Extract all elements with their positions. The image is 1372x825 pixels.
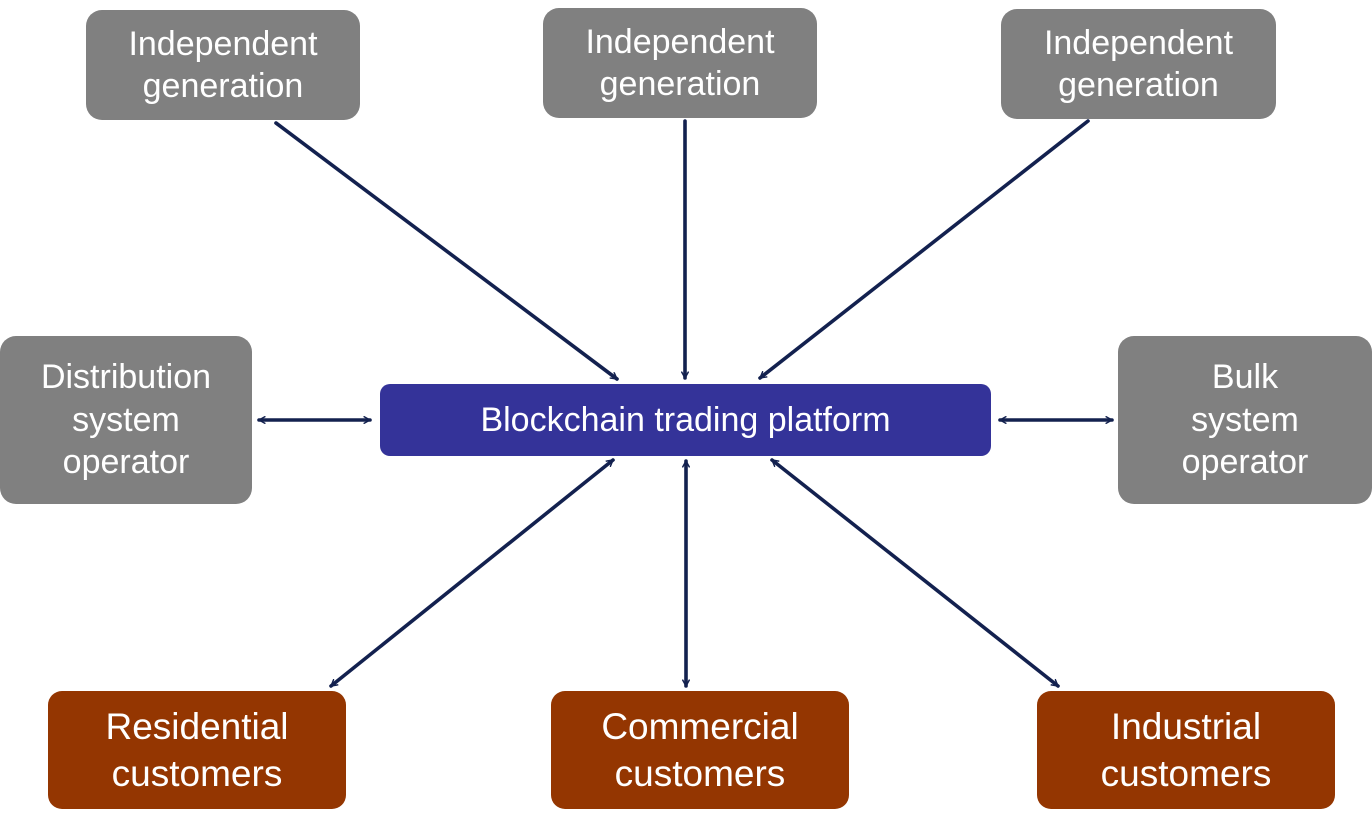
arrow-generation-1-to-platform <box>274 121 619 381</box>
distribution-system-operator-label: Distribution system operator <box>40 358 212 482</box>
blockchain-trading-platform-box: Blockchain trading platform <box>380 384 991 456</box>
independent-generation-box: Independent generation <box>86 10 360 120</box>
commercial-customers-label: Commercial customers <box>601 705 799 794</box>
independent-generation-label: Independent generation <box>1043 23 1234 105</box>
independent-generation-label: Independent generation <box>128 24 318 106</box>
industrial-customers-label: Industrial customers <box>1100 705 1272 794</box>
independent-generation-label: Independent generation <box>585 22 775 104</box>
bulk-system-operator-label: Bulk system operator <box>1181 358 1309 482</box>
residential-customers-box: Residential customers <box>48 691 346 809</box>
arrow-platform-industrial <box>770 458 1060 688</box>
independent-generation-box: Independent generation <box>543 8 817 118</box>
independent-generation-box: Independent generation <box>1001 9 1276 119</box>
residential-customers-label: Residential customers <box>105 705 289 794</box>
arrow-platform-residential <box>329 458 615 688</box>
distribution-system-operator-box: Distribution system operator <box>0 336 252 504</box>
blockchain-trading-platform-label: Blockchain trading platform <box>480 400 891 439</box>
industrial-customers-box: Industrial customers <box>1037 691 1335 809</box>
bulk-system-operator-box: Bulk system operator <box>1118 336 1372 504</box>
arrow-generation-3-to-platform <box>758 119 1090 380</box>
commercial-customers-box: Commercial customers <box>551 691 849 809</box>
